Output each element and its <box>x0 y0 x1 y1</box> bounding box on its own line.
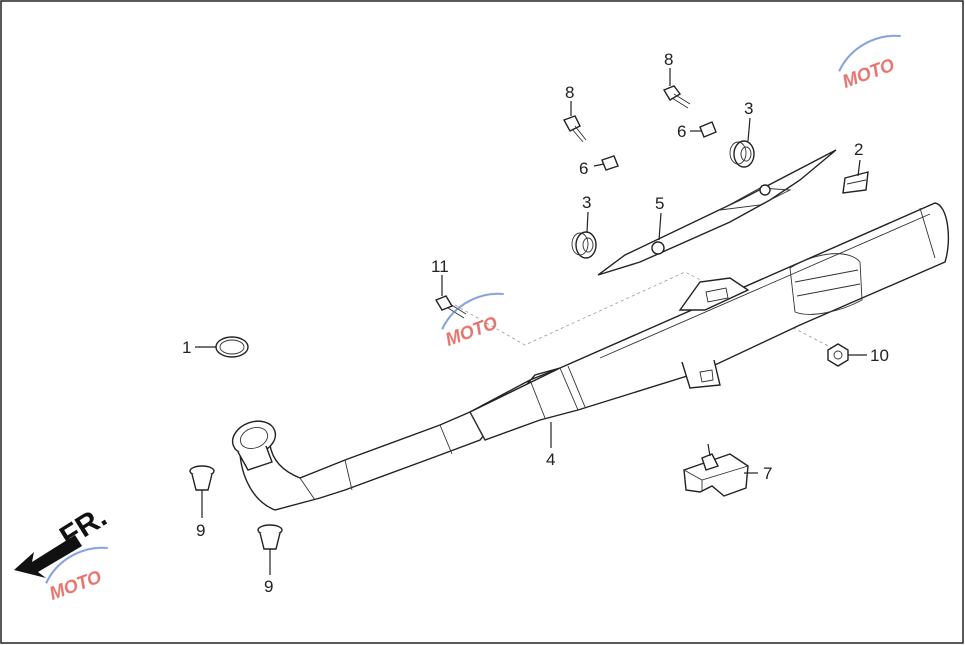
callout-2: 2 <box>854 140 863 159</box>
well-nut-part-lower <box>257 524 283 550</box>
callout-9-lower: 9 <box>264 577 273 596</box>
callout-6-lower: 6 <box>579 159 588 178</box>
watermark-text-2: MOTO <box>443 313 500 350</box>
callout-10: 10 <box>870 346 889 365</box>
grommet-part-lower <box>571 231 597 259</box>
callout-6-upper: 6 <box>677 122 686 141</box>
bolt-part-upper <box>662 85 691 109</box>
collar-part-lower <box>601 155 619 171</box>
callout-5: 5 <box>655 194 664 213</box>
grommet-part-upper <box>729 140 755 168</box>
exhaust-muffler-part <box>231 202 950 511</box>
callout-4: 4 <box>546 450 555 469</box>
watermark-text-3: MOTO <box>47 567 104 604</box>
well-nut-part-upper <box>189 465 215 491</box>
bolt-part-lower <box>562 115 587 143</box>
callout-8-upper: 8 <box>664 50 673 69</box>
callout-11: 11 <box>431 257 449 276</box>
callout-1: 1 <box>182 338 191 357</box>
callout-7: 7 <box>763 464 772 483</box>
callout-3-upper: 3 <box>744 99 753 118</box>
callout-3-lower: 3 <box>582 193 591 212</box>
callout-8-lower: 8 <box>565 83 574 102</box>
front-direction-arrow-icon <box>14 535 82 578</box>
callout-9-upper: 9 <box>196 521 205 540</box>
collar-part-upper <box>699 121 717 138</box>
nut-part <box>827 343 849 367</box>
leader-lines <box>195 68 867 575</box>
rubber-mount-part <box>683 443 749 497</box>
watermark-text-1: MOTO <box>840 55 897 92</box>
heat-shield-part <box>597 149 837 276</box>
